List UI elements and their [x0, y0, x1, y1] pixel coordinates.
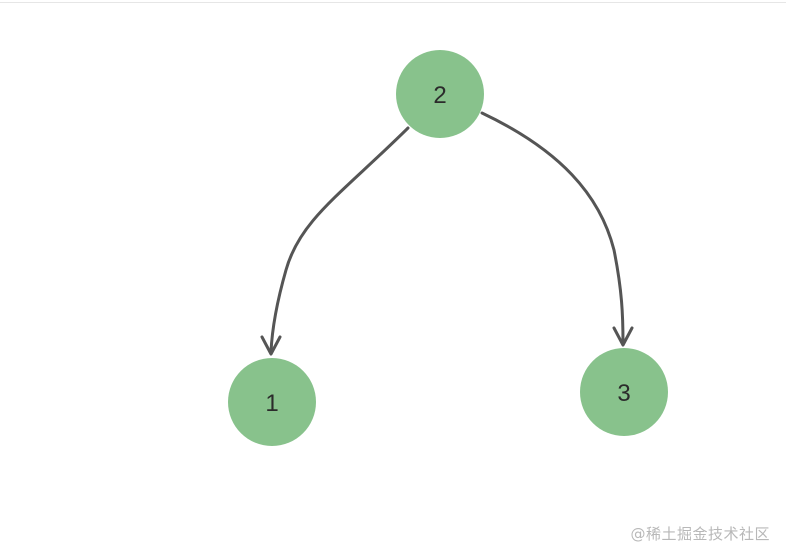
- arrowhead-2-to-3: [612, 326, 634, 347]
- edge-2-to-1: [269, 126, 410, 354]
- edge-2-to-3: [480, 111, 625, 345]
- node-label: 2: [433, 82, 446, 109]
- node-circle: [228, 358, 316, 446]
- node-circle: [396, 50, 484, 138]
- tree-node-1: 1: [228, 358, 316, 446]
- watermark-text: @稀土掘金技术社区: [630, 525, 770, 543]
- node-label: 1: [265, 390, 278, 417]
- tree-node-2: 2: [396, 50, 484, 138]
- node-circle: [580, 348, 668, 436]
- node-label: 3: [617, 380, 630, 407]
- top-divider: [0, 2, 786, 3]
- tree-node-3: 3: [580, 348, 668, 436]
- arrowhead-2-to-1: [260, 335, 282, 356]
